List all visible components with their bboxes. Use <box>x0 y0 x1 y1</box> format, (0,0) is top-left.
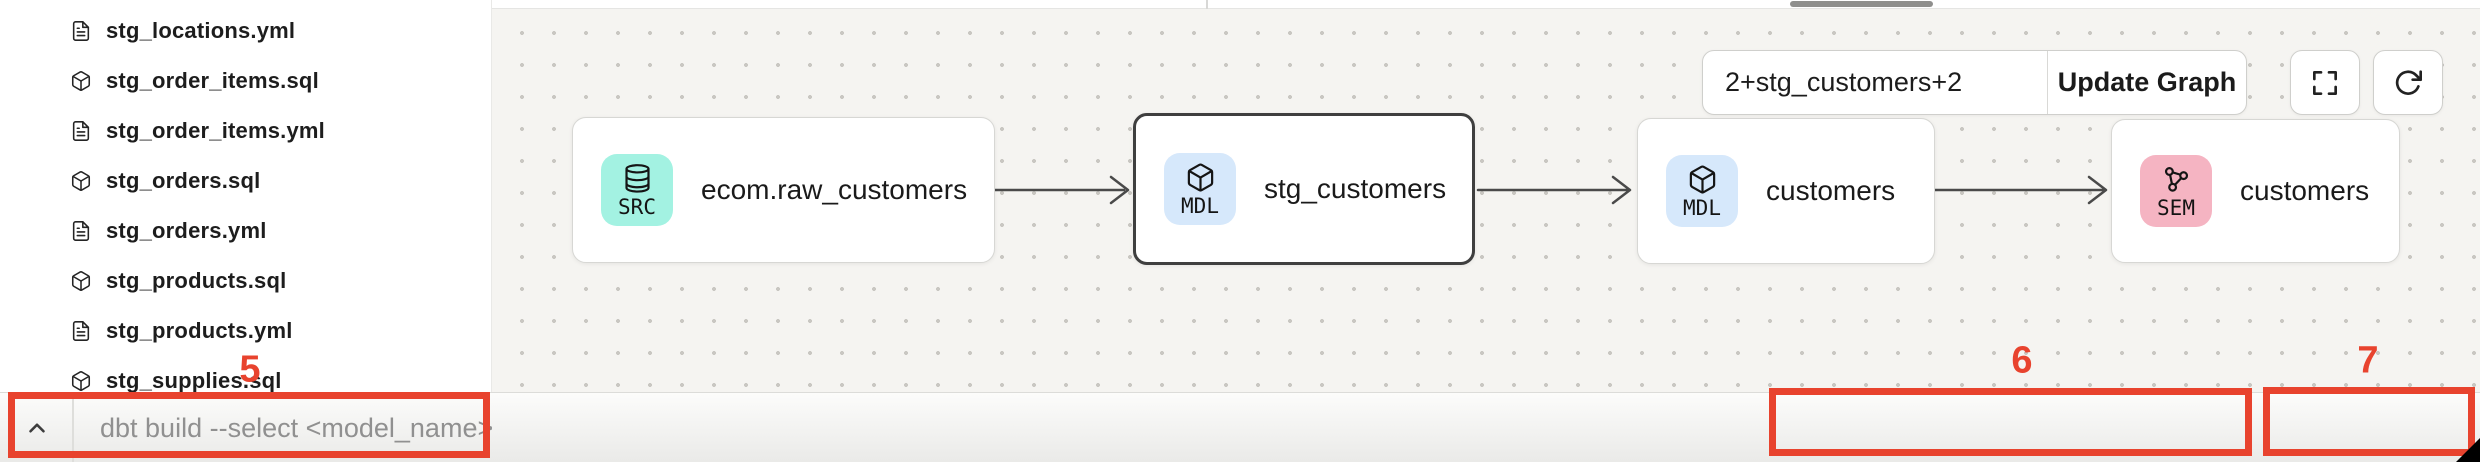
node-label: ecom.raw_customers <box>701 174 968 205</box>
semantic-model-icon <box>2164 166 2188 192</box>
sidebar-item-stg-supplies-sql[interactable]: stg_supplies.sql <box>0 356 491 392</box>
sql-model-icon <box>71 171 91 192</box>
collapse-panel-button[interactable] <box>20 411 54 445</box>
file-name: stg_locations.yml <box>106 18 296 43</box>
graph-selector-group: 2+stg_customers+2 Update Graph <box>1702 50 2247 115</box>
lineage-node-source-raw-customers[interactable]: SRC ecom.raw_customers <box>572 117 995 263</box>
database-icon <box>624 163 650 193</box>
canvas-top-strip <box>492 0 2480 9</box>
model-badge: MDL <box>1164 153 1236 225</box>
source-badge: SRC <box>601 154 673 226</box>
badge-label: MDL <box>1683 195 1721 220</box>
dbt-command-input[interactable]: dbt build --select <model_name> <box>100 412 494 443</box>
badge-label: SRC <box>618 194 656 219</box>
annotation-box-6 <box>1769 388 2252 456</box>
yml-file-icon <box>72 221 90 241</box>
annotation-number-5: 5 <box>239 348 261 391</box>
yml-file-icon <box>72 121 90 141</box>
model-badge: MDL <box>1666 155 1738 227</box>
file-name: stg_order_items.yml <box>106 118 325 143</box>
chevron-up-icon <box>29 422 45 433</box>
sidebar-item-stg-locations-yml[interactable]: stg_locations.yml <box>0 6 491 56</box>
update-graph-button[interactable]: Update Graph <box>2057 67 2237 97</box>
annotation-box-7 <box>2263 387 2475 456</box>
fullscreen-button[interactable] <box>2290 50 2360 115</box>
annotation-number-7: 7 <box>2357 339 2379 382</box>
divider <box>72 393 74 462</box>
model-cube-icon <box>1689 164 1715 194</box>
pane-divider <box>1206 0 1208 9</box>
file-name: stg_orders.sql <box>106 168 261 193</box>
sidebar-item-stg-orders-sql[interactable]: stg_orders.sql <box>0 156 491 206</box>
annotation-number-6: 6 <box>2011 339 2033 382</box>
yml-file-icon <box>72 21 90 41</box>
mouse-cursor <box>2456 438 2480 462</box>
file-name: stg_order_items.sql <box>106 68 319 93</box>
badge-label: MDL <box>1181 193 1219 218</box>
badge-label: SEM <box>2157 195 2195 220</box>
sidebar-item-stg-products-sql[interactable]: stg_products.sql <box>0 256 491 306</box>
node-label: customers <box>2240 175 2370 206</box>
file-name: stg_products.yml <box>106 318 293 343</box>
model-cube-icon <box>1187 162 1213 192</box>
lineage-node-customers-semantic[interactable]: SEM customers <box>2111 119 2400 263</box>
semantic-badge: SEM <box>2140 155 2212 227</box>
sidebar-item-stg-products-yml[interactable]: stg_products.yml <box>0 306 491 356</box>
node-label: customers <box>1766 175 1896 206</box>
sidebar-item-stg-order-items-yml[interactable]: stg_order_items.yml <box>0 106 491 156</box>
file-name: stg_products.sql <box>106 268 287 293</box>
sidebar-item-stg-order-items-sql[interactable]: stg_order_items.sql <box>0 56 491 106</box>
sql-model-icon <box>71 271 91 292</box>
horizontal-scrollbar-thumb[interactable] <box>1790 1 1933 7</box>
sidebar-item-stg-orders-yml[interactable]: stg_orders.yml <box>0 206 491 256</box>
lineage-node-customers-model[interactable]: MDL customers <box>1637 118 1935 264</box>
yml-file-icon <box>72 321 90 341</box>
sql-model-icon <box>71 71 91 92</box>
sql-model-icon <box>71 371 91 392</box>
fullscreen-icon <box>2313 70 2337 95</box>
refresh-icon <box>2395 69 2422 95</box>
node-selector-input[interactable]: 2+stg_customers+2 <box>1703 51 2048 114</box>
file-name: stg_orders.yml <box>106 218 267 243</box>
refresh-graph-button[interactable] <box>2373 50 2443 115</box>
file-name: stg_supplies.sql <box>106 368 282 392</box>
lineage-node-stg-customers[interactable]: MDL stg_customers <box>1133 113 1475 265</box>
file-explorer: stg_locations.yml stg_order_items.sql st… <box>0 0 492 392</box>
node-label: stg_customers <box>1264 173 1447 204</box>
annotation-box-5 <box>8 392 490 458</box>
